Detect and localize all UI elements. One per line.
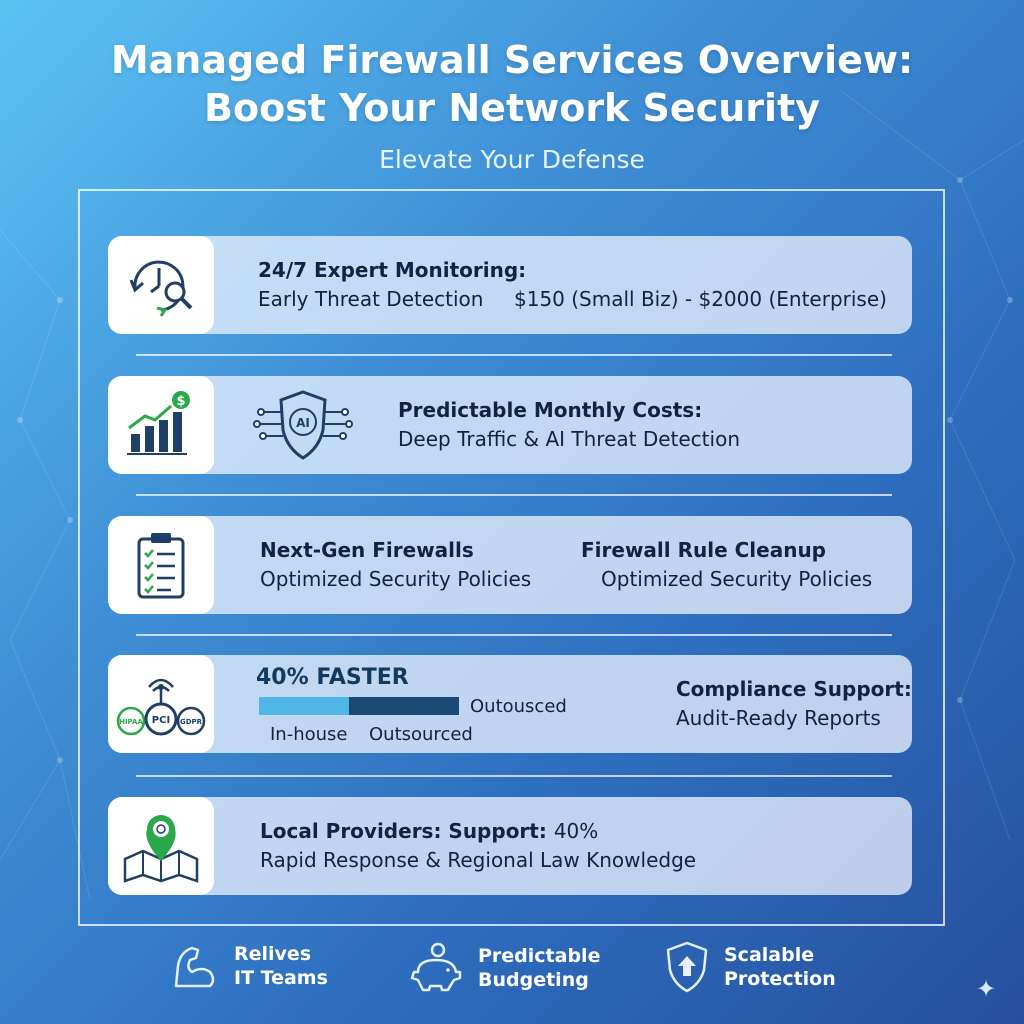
feature-1-line-1: Relives [234,943,312,965]
legend-inhouse: In-house [270,724,348,745]
page-title-line-2: Boost Your Network Security [204,86,820,130]
content-frame [78,189,945,926]
piggy-bank-icon [410,942,462,992]
card-4-heading: Compliance Support: [676,677,912,701]
card-5-heading-value: 40% [553,819,599,843]
feature-2-line-1: Predictable [478,945,601,967]
svg-text:$: $ [176,394,185,409]
divider [136,354,892,356]
clock-magnifier-icon [108,236,214,334]
pci-badge-label: PCI [152,715,170,726]
map-pin-icon [108,797,214,895]
card-2-heading: Predictable Monthly Costs: [398,398,703,422]
bar-outsourced [349,697,459,715]
clipboard-checklist-icon [108,516,214,614]
card-local-providers: Local Providers: Support: 40% Rapid Resp… [108,797,912,895]
card-3-col2-body: Optimized Security Policies [601,567,873,591]
hipaa-badge-label: HIPAA [119,718,143,726]
card-2-body: Deep Traffic & AI Threat Detection [398,427,740,451]
card-3-col1-heading: Next-Gen Firewalls [260,538,474,562]
card-monthly-costs: $ AI Predictable Monthly Costs: Deep Tra… [108,376,912,474]
feature-3-line-1: Scalable [724,944,815,966]
card-3-col1-body: Optimized Security Policies [260,567,532,591]
ai-shield-circuit-icon: AI [253,386,353,464]
shield-arrow-icon [666,941,708,993]
page-title: Managed Firewall Services Overview: Boos… [0,36,1024,132]
gdpr-badge-label: GDPR [180,718,203,726]
feature-1-line-2: IT Teams [234,967,328,989]
bar-inhouse [259,697,349,715]
card-1-pricing: $150 (Small Biz) - $2000 (Enterprise) [514,287,887,311]
card-4-body: Audit-Ready Reports [676,706,881,730]
feature-3-line-2: Protection [724,968,836,990]
card-5-heading-label: Local Providers: Support: [260,819,547,843]
page-title-line-1: Managed Firewall Services Overview: [110,38,914,82]
divider [136,494,892,496]
card-5-heading: Local Providers: Support: 40% [260,819,598,843]
card-firewalls: Next-Gen Firewalls Optimized Security Po… [108,516,912,614]
feature-scalable-protection: Scalable Protection [664,940,836,994]
feature-relieves-it: Relives IT Teams [168,940,328,992]
divider [136,775,892,777]
card-3-col2-heading: Firewall Rule Cleanup [581,538,826,562]
legend-outsourced: Outsourced [369,724,473,745]
card-1-body-left: Early Threat Detection [258,287,484,311]
card-1-heading: 24/7 Expert Monitoring: [258,258,527,282]
card-5-body: Rapid Response & Regional Law Knowledge [260,848,697,872]
growth-chart-dollar-icon: $ [108,376,214,474]
divider [136,634,892,636]
sparkle-icon: ✦ [976,975,997,1003]
speed-stat: 40% FASTER [256,665,409,690]
muscle-arm-icon [174,946,215,988]
ai-shield-label: AI [296,416,310,430]
feature-2-line-2: Budgeting [478,969,589,991]
bar-label: Outousced [470,696,567,717]
feature-predictable-budgeting: Predictable Budgeting [408,940,600,996]
card-expert-monitoring: 24/7 Expert Monitoring: Early Threat Det… [108,236,912,334]
compliance-badges-icon: HIPAA PCI GDPR [108,655,214,753]
card-compliance: HIPAA PCI GDPR 40% FASTER Outousced In-h… [108,655,912,753]
page-subtitle: Elevate Your Defense [379,145,645,174]
